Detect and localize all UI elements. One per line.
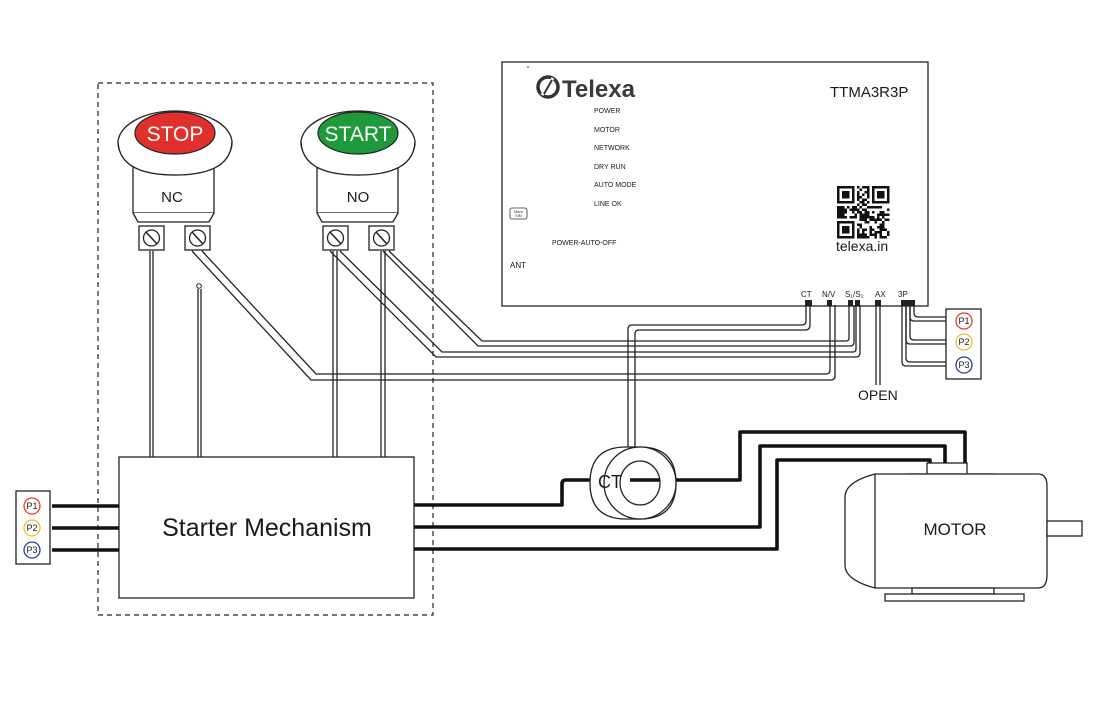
svg-text:Micro: Micro <box>514 210 523 214</box>
stop-terminal-screw-right-icon <box>184 225 211 251</box>
led-label-line-ok: LINE OK <box>594 201 622 208</box>
open-label: OPEN <box>858 387 898 403</box>
ct-label: CT <box>598 472 622 492</box>
antenna-label: ANT <box>510 261 526 270</box>
right-p2-terminal: P2 <box>955 333 973 351</box>
left-p2-label: P2 <box>26 523 37 533</box>
left-p2-terminal: P2 <box>23 519 41 537</box>
start-button[interactable]: START NO <box>300 110 416 251</box>
start-contact-label: NO <box>347 189 370 206</box>
svg-text:SIM: SIM <box>515 214 521 218</box>
left-p3-terminal: P3 <box>23 541 41 559</box>
model-number: TTMA3R3P <box>830 84 908 101</box>
qr-code-icon <box>837 186 890 239</box>
website-label: telexa.in <box>836 238 888 254</box>
current-transformer: CT <box>589 446 677 520</box>
right-p1-terminal: P1 <box>955 312 973 330</box>
left-p3-label: P3 <box>26 545 37 555</box>
starter-mechanism-label: Starter Mechanism <box>162 514 372 542</box>
start-terminal-screw-left-icon <box>322 225 349 251</box>
motor-label: MOTOR <box>924 520 987 539</box>
control-panel-enclosure <box>97 82 434 616</box>
terminal-nv-label: N/V <box>822 290 836 299</box>
sim-slot-icon: Micro SIM <box>509 207 528 220</box>
device-terminal-pins <box>805 300 915 306</box>
terminal-ct-label: CT <box>801 290 812 299</box>
telexa-logo-icon <box>536 75 560 99</box>
stop-contact-label: NC <box>161 189 183 206</box>
left-p1-terminal: P1 <box>23 497 41 515</box>
stop-terminal-screw-left-icon <box>138 225 165 251</box>
right-p2-label: P2 <box>958 337 969 347</box>
telexa-controller: Telexa TTMA3R3P POWER MOTOR NETWORK DRY … <box>501 61 929 307</box>
led-label-network: NETWORK <box>594 145 630 152</box>
led-label-power: POWER <box>594 108 620 115</box>
power-auto-off-label: POWER-AUTO-OFF <box>552 240 616 247</box>
motor: MOTOR <box>844 462 1083 602</box>
start-button-cap[interactable] <box>317 111 399 155</box>
control-wiring <box>149 250 946 457</box>
start-terminal-screw-right-icon <box>368 225 395 251</box>
starter-mechanism: Starter Mechanism <box>118 456 415 599</box>
right-p3-label: P3 <box>958 360 969 370</box>
terminal-ax-label: AX <box>875 290 886 299</box>
brand-name: Telexa <box>562 76 636 103</box>
stop-button[interactable]: STOP NC <box>117 110 233 251</box>
left-p1-label: P1 <box>26 501 37 511</box>
terminal-3p-label: 3P <box>898 290 908 299</box>
power-lines <box>52 430 967 552</box>
stop-button-cap[interactable] <box>134 111 216 155</box>
led-label-dry-run: DRY RUN <box>594 164 626 171</box>
start-button-label: START <box>325 123 392 146</box>
stop-button-label: STOP <box>147 123 204 146</box>
right-p1-label: P1 <box>958 316 969 326</box>
right-p3-terminal: P3 <box>955 356 973 374</box>
led-label-auto-mode: AUTO MODE <box>594 182 637 189</box>
led-label-motor: MOTOR <box>594 127 620 134</box>
terminal-s1s2-label: S₁/S₂ <box>845 290 864 299</box>
